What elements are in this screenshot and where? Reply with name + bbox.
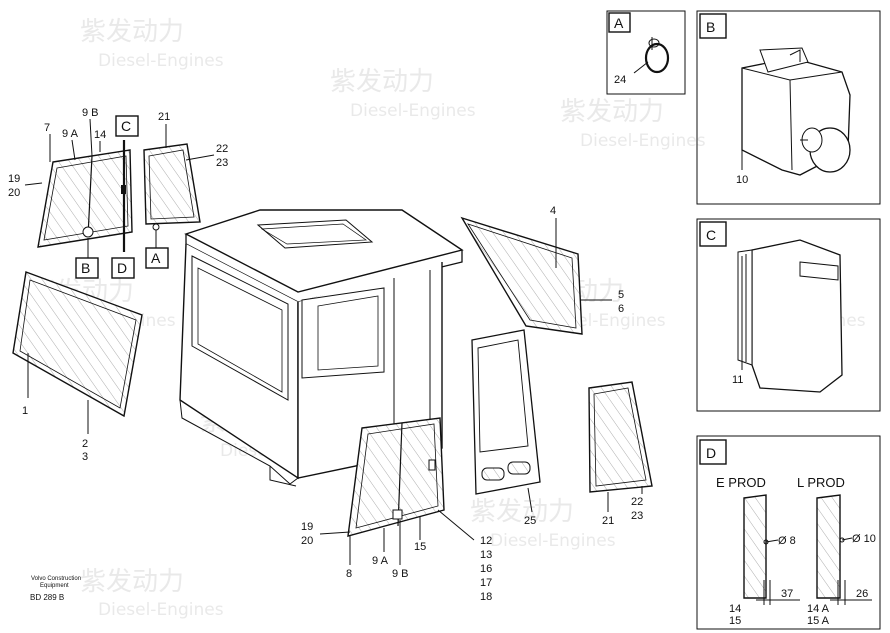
callout-21-right: 21: [602, 515, 614, 527]
callout-19: 19: [8, 173, 20, 185]
part-number-10: 10: [736, 174, 748, 186]
callout-17: 17: [480, 577, 492, 589]
callout-6: 6: [618, 303, 624, 315]
callout-9a-door: 9 A: [372, 555, 389, 567]
door-panel: 25: [471, 329, 541, 527]
svg-text:紫发动力: 紫发动力: [470, 497, 574, 527]
svg-text:Diesel-Engines: Diesel-Engines: [580, 131, 706, 151]
callout-18: 18: [480, 591, 492, 603]
callout-22-top: 22: [216, 143, 228, 155]
footer-block: Volvo Construction Equipment BD 289 B: [30, 576, 81, 602]
callout-9b: 9 B: [82, 107, 99, 119]
rear-small-window: A 21 22 23: [143, 111, 228, 269]
panel-a-tag-box: [608, 12, 631, 33]
callout-1: 1: [22, 405, 28, 417]
callout-2: 2: [82, 438, 88, 450]
quarter-window: 21 22 23: [588, 381, 653, 527]
callout-14: 14: [94, 129, 106, 141]
callout-25: 25: [524, 515, 536, 527]
tag-b: B: [81, 260, 90, 276]
side-window: 4 5 6: [460, 205, 624, 335]
l-prod-part-b: 15 A: [807, 615, 830, 627]
e-prod-dimension: 37: [781, 588, 793, 600]
rear-left-window: 7 9 A 9 B 14 19 20 C B D: [8, 107, 139, 279]
detail-panel-b: B 10: [696, 10, 881, 205]
detail-panel-c: C 11: [696, 218, 881, 412]
footer-code: BD 289 B: [30, 593, 64, 602]
part-number-24: 24: [614, 74, 626, 86]
callout-3: 3: [82, 451, 88, 463]
panel-d-letter: D: [706, 445, 716, 461]
tag-a: A: [151, 250, 161, 266]
svg-text:Diesel-Engines: Diesel-Engines: [350, 101, 476, 121]
detail-panel-a: A 24: [606, 10, 686, 95]
front-window: 1 2 3: [12, 271, 143, 463]
callout-15-door: 15: [414, 541, 426, 553]
door: 19 20 8 9 A 9 B 15 12 13 16 17 18: [301, 417, 492, 603]
tag-d: D: [117, 260, 127, 276]
callout-13: 13: [480, 549, 492, 561]
callout-5: 5: [618, 289, 624, 301]
e-prod-diameter: Ø 8: [778, 535, 796, 547]
svg-text:紫发动力: 紫发动力: [80, 567, 184, 597]
callout-19-door: 19: [301, 521, 313, 533]
l-prod-dimension: 26: [856, 588, 868, 600]
callout-23-right: 23: [631, 510, 643, 522]
e-prod-label: E PROD: [716, 475, 766, 490]
callout-23-top: 23: [216, 157, 228, 169]
callout-12: 12: [480, 535, 492, 547]
callout-9a: 9 A: [62, 128, 79, 140]
svg-text:紫发动力: 紫发动力: [330, 67, 434, 97]
l-prod-label: L PROD: [797, 475, 845, 490]
callout-8: 8: [346, 568, 352, 580]
panel-a-letter: A: [614, 15, 624, 31]
panel-b-letter: B: [706, 19, 715, 35]
e-prod-part-b: 15: [729, 615, 741, 627]
panel-c-letter: C: [706, 227, 716, 243]
svg-text:Diesel-Engines: Diesel-Engines: [490, 531, 616, 551]
svg-text:Diesel-Engines: Diesel-Engines: [98, 600, 224, 620]
svg-text:Diesel-Engines: Diesel-Engines: [98, 51, 224, 71]
callout-7: 7: [44, 122, 50, 134]
e-prod-part-a: 14: [729, 603, 741, 615]
callout-20: 20: [8, 187, 20, 199]
callout-20-door: 20: [301, 535, 313, 547]
callout-22-right: 22: [631, 496, 643, 508]
callout-9b-door: 9 B: [392, 568, 409, 580]
part-number-11: 11: [732, 374, 743, 386]
callout-4: 4: [550, 205, 556, 217]
footer-division: Equipment: [40, 583, 69, 589]
callout-21-top: 21: [158, 111, 170, 123]
footer-company: Volvo Construction: [31, 576, 81, 582]
l-prod-part-a: 14 A: [807, 603, 830, 615]
tag-c: C: [121, 118, 131, 134]
svg-text:紫发动力: 紫发动力: [80, 17, 184, 47]
callout-16: 16: [480, 563, 492, 575]
detail-panel-d: D E PROD L PROD Ø 8 37 14 15 Ø 10 26 14 …: [696, 435, 881, 630]
l-prod-diameter: Ø 10: [852, 533, 876, 545]
svg-text:紫发动力: 紫发动力: [560, 97, 664, 127]
